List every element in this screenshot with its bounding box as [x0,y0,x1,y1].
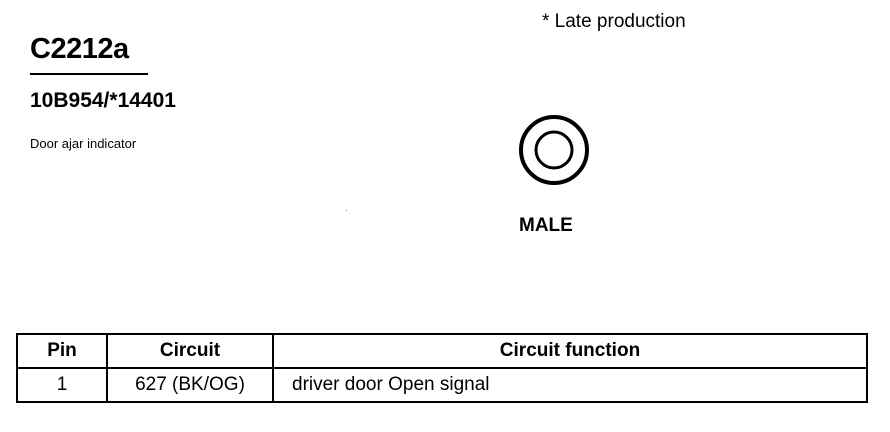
connector-inner-ring [534,130,574,170]
pin-table-header-row: Pin Circuit Circuit function [16,333,868,369]
part-number: 10B954/*14401 [30,89,176,112]
cell-circuit: 627 (BK/OG) [106,367,274,403]
table-row: 1 627 (BK/OG) driver door Open signal [16,367,868,403]
connector-face-icon [519,115,589,185]
connector-gender-label: MALE [519,215,573,236]
scan-speck [346,210,347,211]
cell-circuit-function: driver door Open signal [272,367,868,403]
connector-outer-ring [519,115,589,185]
connector-id-title: C2212a [30,33,129,65]
header-circuit-function: Circuit function [272,333,868,369]
pin-table: Pin Circuit Circuit function 1 627 (BK/O… [16,333,868,403]
header-pin: Pin [16,333,108,369]
production-note: * Late production [542,11,686,32]
header-circuit: Circuit [106,333,274,369]
cell-pin: 1 [16,367,108,403]
connector-description: Door ajar indicator [30,136,137,151]
title-underline [30,73,148,75]
